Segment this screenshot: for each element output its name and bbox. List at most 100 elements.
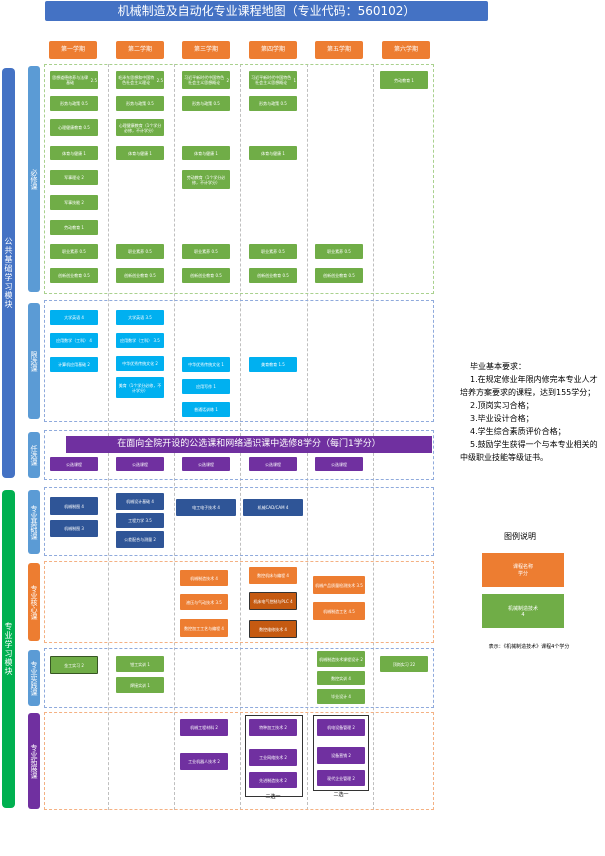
course-box: 机械产品质量检测技术 3.5 bbox=[313, 576, 365, 594]
zone-prof-core bbox=[44, 561, 434, 643]
semester-6-header: 第六学期 bbox=[382, 41, 430, 59]
group-compulsory: 必修课 bbox=[28, 66, 40, 292]
course-box: 心理健康教育（1个学分必修，不计学分） bbox=[116, 119, 164, 136]
course-box: 机械工程材料 2 bbox=[180, 719, 228, 736]
choice-group bbox=[313, 715, 369, 791]
course-box: 形势与政策 0.5 bbox=[182, 96, 230, 111]
course-box: 公选课程 bbox=[249, 457, 297, 471]
semester-5-header: 第五学期 bbox=[315, 41, 363, 59]
course-box: 金工实习 2 bbox=[50, 656, 98, 674]
course-box: 液压与气动技术 3.5 bbox=[180, 594, 228, 610]
page-title: 机械制造及自动化专业课程地图（专业代码：560102） bbox=[45, 1, 488, 21]
semester-4-header: 第四学期 bbox=[249, 41, 297, 59]
course-box: 大学英语 4 bbox=[50, 310, 98, 325]
course-box: 中华优秀传统文化 1 bbox=[182, 357, 230, 372]
course-box: 体育与健康 1 bbox=[116, 146, 164, 160]
course-box: 机械制造工艺 4.5 bbox=[313, 602, 365, 620]
course-box: 中华优秀传统文化 2 bbox=[116, 356, 164, 371]
course-box: 计算机应用基础 2 bbox=[50, 357, 98, 372]
group-optional: 任选课 bbox=[28, 432, 40, 478]
choose-one-label: 二选一 bbox=[265, 794, 281, 800]
zone-limited bbox=[44, 300, 434, 422]
group-prof-practice: 专业实践课 bbox=[28, 650, 40, 706]
course-box: 创新创业教育 0.5 bbox=[50, 268, 98, 283]
legend-title: 图例说明 bbox=[504, 532, 536, 541]
group-limited: 限选课 bbox=[28, 303, 40, 419]
course-box: 机械制图 4 bbox=[50, 497, 98, 515]
course-box: 特种加工技术 2 bbox=[249, 719, 297, 736]
course-box: 先进制造技术 2 bbox=[249, 772, 297, 788]
zone-prof-expand bbox=[44, 712, 434, 810]
course-box: 应用数学（工科） 3.5 bbox=[116, 333, 164, 348]
course-box: 创新创业教育 0.5 bbox=[249, 268, 297, 283]
course-box: 形势与政策 0.5 bbox=[50, 96, 98, 111]
course-box: 机电设备管理 2 bbox=[317, 719, 365, 736]
course-box: 体育与健康 1 bbox=[182, 146, 230, 160]
group-prof-basic: 专业基础课 bbox=[28, 490, 40, 554]
course-box: 应用写作 1 bbox=[182, 379, 230, 394]
course-box: 美育（1个学分必修，不计学分） bbox=[116, 377, 164, 398]
group-prof-expand: 专业拓展课 bbox=[28, 713, 40, 809]
course-box: 机械CAD/CAM 4 bbox=[243, 499, 303, 516]
course-box: 职业素养 0.5 bbox=[182, 244, 230, 259]
course-box: 创新创业教育 0.5 bbox=[182, 268, 230, 283]
graduation-requirements: 毕业基本要求： 1.在规定修业年限内修完本专业人才培养方案要求的课程，达到155… bbox=[460, 360, 600, 464]
semester-1-header: 第一学期 bbox=[49, 41, 97, 59]
course-box: 数控实训 4 bbox=[317, 671, 365, 685]
course-box: 毕业设计 4 bbox=[317, 689, 365, 704]
course-box: 工业网络技术 2 bbox=[249, 749, 297, 766]
course-box: 顶岗实习 22 bbox=[380, 656, 428, 672]
course-box: 职业素养 0.5 bbox=[116, 244, 164, 259]
course-box: 心理健康教育 0.5 bbox=[50, 119, 98, 136]
course-box: 创新创业教育 0.5 bbox=[116, 268, 164, 283]
course-box: 机械制图 3 bbox=[50, 520, 98, 537]
choice-group bbox=[245, 715, 303, 797]
course-box: 公选课程 bbox=[116, 457, 164, 471]
course-box: 习近平新时代中国特色社会主义思想概论 2 bbox=[182, 71, 230, 89]
requirement-item: 5.鼓励学生获得一个与本专业相关的中级职业技能等级证书。 bbox=[460, 440, 598, 462]
course-box: 公选课程 bbox=[50, 457, 98, 471]
optional-banner: 在面向全院开设的公选课和网络通识课中选修8学分（每门1学分） bbox=[66, 436, 432, 453]
course-box: 劳动教育（1个学分必修，不计学分） bbox=[182, 170, 230, 189]
course-box: 现代企业管理 2 bbox=[317, 770, 365, 786]
course-box: 形势与政策 0.5 bbox=[249, 96, 297, 111]
course-box: 工业机器人技术 2 bbox=[180, 753, 228, 770]
requirements-heading: 毕业基本要求： bbox=[470, 362, 526, 371]
semester-3-header: 第三学期 bbox=[182, 41, 230, 59]
course-box: 大学英语 3.5 bbox=[116, 310, 164, 325]
choose-one-label: 二选一 bbox=[333, 792, 349, 798]
course-box: 数控加工工艺与编程 4 bbox=[180, 619, 228, 637]
course-box: 劳动教育 1 bbox=[50, 220, 98, 235]
course-box: 普通话训练 1 bbox=[182, 402, 230, 417]
course-box: 公选课程 bbox=[315, 457, 363, 471]
course-box: 习近平新时代中国特色社会主义思想概论 1 bbox=[249, 71, 297, 89]
course-box: 机械制造技术 4 bbox=[180, 570, 228, 586]
course-box: 数控机床与编程 4 bbox=[249, 567, 297, 584]
legend-sample-box: 课程名称 学分 bbox=[482, 553, 564, 587]
legend-example-box: 机械制造技术 4 bbox=[482, 594, 564, 628]
requirement-item: 3.毕业设计合格； bbox=[470, 414, 534, 423]
course-box: 体育与健康 1 bbox=[249, 146, 297, 160]
professional-module-bar: 专业学习模块 bbox=[2, 490, 15, 808]
course-box: 工程力学 3.5 bbox=[116, 513, 164, 528]
course-box: 机械设计基础 4 bbox=[116, 493, 164, 510]
semester-2-header: 第二学期 bbox=[116, 41, 164, 59]
requirement-item: 4.学生综合素质评价合格； bbox=[470, 427, 566, 436]
requirement-item: 1.在规定修业年限内修完本专业人才培养方案要求的课程，达到155学分； bbox=[460, 375, 598, 397]
course-box: 设备营销 2 bbox=[317, 747, 365, 764]
course-box: 形势与政策 0.5 bbox=[116, 96, 164, 111]
course-box: 体育与健康 1 bbox=[50, 146, 98, 160]
course-box: 数控维修技术 4 bbox=[249, 620, 297, 638]
course-box: 思想道德修养与法律基础 2.5 bbox=[50, 71, 98, 89]
zone-compulsory bbox=[44, 64, 434, 294]
course-box: 职业素养 0.5 bbox=[315, 244, 363, 259]
course-box: 毛泽东思想和中国特色社会主义理论 2.5 bbox=[116, 71, 164, 89]
course-box: 军事技能 2 bbox=[50, 195, 98, 210]
course-box: 应用数学（工科） 4 bbox=[50, 333, 98, 348]
course-box: 职业素养 0.5 bbox=[249, 244, 297, 259]
course-box: 焊接实训 1 bbox=[116, 677, 164, 693]
zone-optional bbox=[44, 430, 434, 480]
course-box: 职业素养 0.5 bbox=[50, 244, 98, 259]
course-box: 钳工实训 1 bbox=[116, 656, 164, 672]
course-box: 公差配合与测量 2 bbox=[116, 531, 164, 548]
